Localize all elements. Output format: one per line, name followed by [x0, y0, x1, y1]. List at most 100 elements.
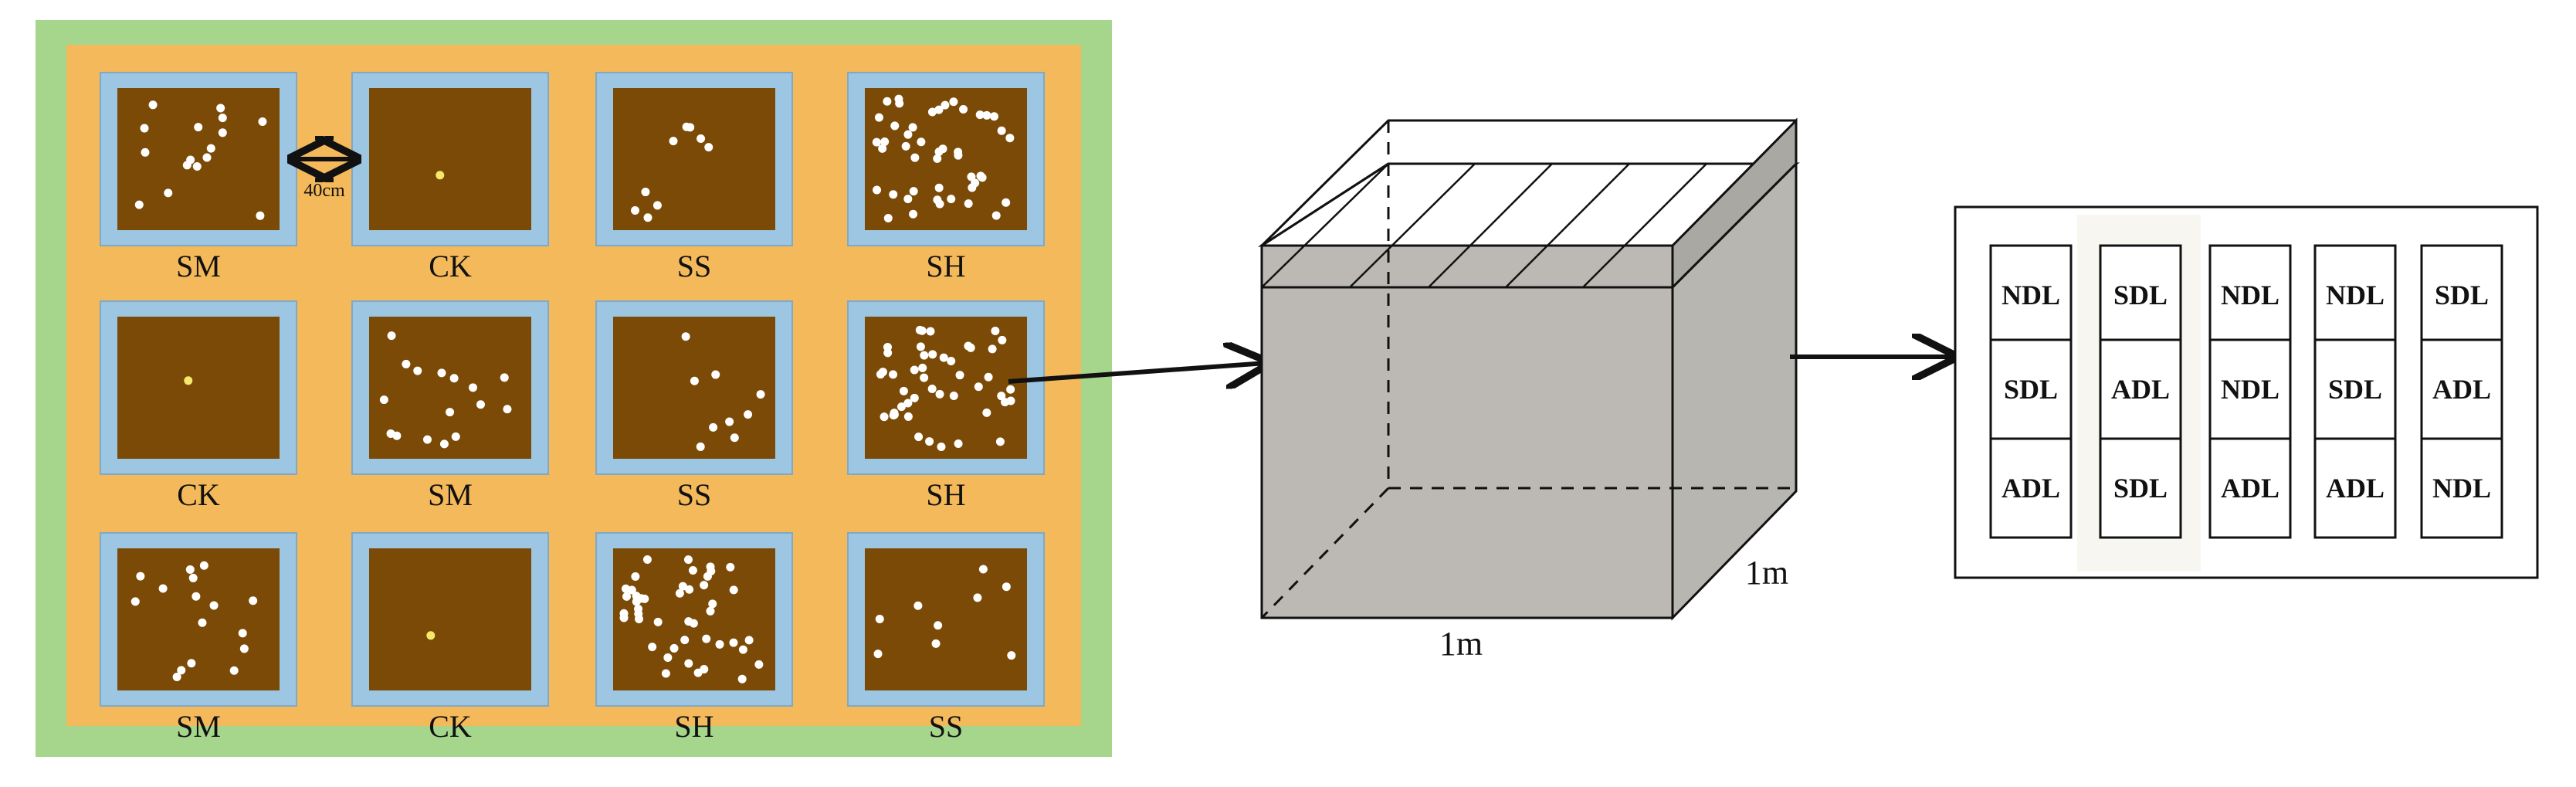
layer-cell	[1989, 437, 2073, 539]
plant-dot	[711, 370, 720, 379]
plant-dot	[642, 555, 652, 564]
plant-dot	[185, 565, 195, 574]
plant-dot	[730, 433, 739, 443]
layer-cell-label: ADL	[2326, 473, 2384, 504]
plant-dot	[709, 422, 718, 432]
plot: SH	[595, 532, 793, 744]
plant-dot	[901, 141, 910, 151]
arrow-plot-to-box	[1008, 363, 1266, 382]
layer-cell	[2099, 244, 2182, 346]
plant-dot	[437, 368, 446, 378]
plot-soil	[613, 317, 775, 459]
plant-dot	[984, 372, 993, 382]
plant-dot	[954, 439, 963, 448]
plant-dot	[725, 417, 734, 426]
plot-label: SH	[926, 477, 965, 512]
plant-dot	[928, 350, 937, 359]
plant-dot	[379, 395, 388, 405]
plot: SM	[351, 300, 549, 512]
plant-dot	[880, 412, 889, 422]
layer-table: NDLSDLADLSDLADLSDLNDLNDLADLNDLSDLADLSDLA…	[1954, 205, 2539, 579]
plant-dot	[916, 342, 925, 351]
plant-dot	[874, 113, 883, 122]
plant-dot	[683, 555, 693, 565]
plant-dot	[889, 370, 898, 379]
plot-label: SH	[926, 249, 965, 283]
plant-dot	[997, 126, 1006, 135]
plot-soil	[865, 88, 1027, 230]
plot: SM	[100, 72, 297, 283]
plant-dot	[889, 190, 898, 199]
layer-cell-label: SDL	[2113, 280, 2168, 310]
plant-dot	[903, 412, 913, 421]
plant-dot	[899, 386, 908, 395]
plant-dot	[661, 669, 670, 678]
plant-dot	[209, 601, 219, 610]
plant-dot	[1002, 198, 1011, 207]
plant-dot	[939, 353, 948, 362]
plant-dot	[913, 601, 923, 610]
plot: SM	[100, 532, 297, 744]
plant-dot	[202, 153, 212, 162]
plot: SH	[847, 300, 1045, 512]
plant-dot	[681, 332, 690, 341]
layer-cell-label: SDL	[2435, 280, 2489, 310]
plant-dot	[917, 137, 926, 147]
plant-dot	[653, 617, 663, 626]
plot-label: SS	[929, 709, 964, 744]
plant-dot	[738, 645, 747, 654]
plant-dot	[669, 137, 678, 146]
plot-label: SM	[428, 477, 473, 512]
sampling-box: 1m 1m	[1257, 117, 1800, 663]
plant-dot	[903, 399, 913, 408]
plant-dot	[908, 123, 917, 132]
plant-dot	[704, 143, 713, 152]
layer-cell	[2420, 244, 2503, 346]
plot: CK	[100, 300, 297, 512]
plant-dot	[636, 594, 645, 603]
layer-cell-label: ADL	[2221, 473, 2279, 504]
plant-dot	[975, 110, 985, 120]
plant-dot	[703, 572, 712, 581]
layer-columns: NDLSDLADLSDLADLSDLNDLNDLADLNDLSDLADLSDLA…	[1989, 244, 2503, 539]
plant-dot	[702, 634, 711, 643]
plant-dot	[684, 659, 693, 668]
plant-dot	[164, 188, 173, 198]
plant-dot	[256, 211, 265, 220]
plant-dot	[500, 373, 509, 382]
plant-dot	[192, 592, 201, 601]
plot-soil	[117, 88, 280, 230]
plant-dot	[894, 94, 903, 103]
plant-dot	[988, 344, 997, 354]
plant-dot	[878, 144, 887, 153]
plant-dot	[875, 615, 884, 624]
plant-dot	[967, 172, 976, 181]
plant-dot	[141, 148, 150, 157]
plant-dot	[910, 393, 919, 402]
plot-soil	[613, 88, 775, 230]
plant-dot	[883, 214, 893, 223]
plant-dot	[1002, 582, 1011, 592]
plant-dot	[700, 581, 709, 590]
plant-dot	[198, 618, 207, 627]
plant-dot	[998, 335, 1007, 344]
plant-dot	[954, 151, 963, 160]
layer-cell	[1989, 244, 2073, 346]
plant-dot	[140, 124, 149, 133]
plot-label: CK	[429, 709, 472, 744]
plant-dot	[136, 572, 145, 581]
plant-dot	[973, 593, 982, 602]
plant-dot	[678, 582, 687, 591]
plant-dot	[927, 107, 937, 117]
plant-dot	[229, 666, 239, 675]
plant-dot	[937, 443, 946, 452]
layer-cell-label: ADL	[2111, 374, 2170, 405]
plant-dot	[949, 391, 958, 400]
plot-label: SH	[674, 709, 713, 744]
plant-dot	[663, 653, 673, 662]
